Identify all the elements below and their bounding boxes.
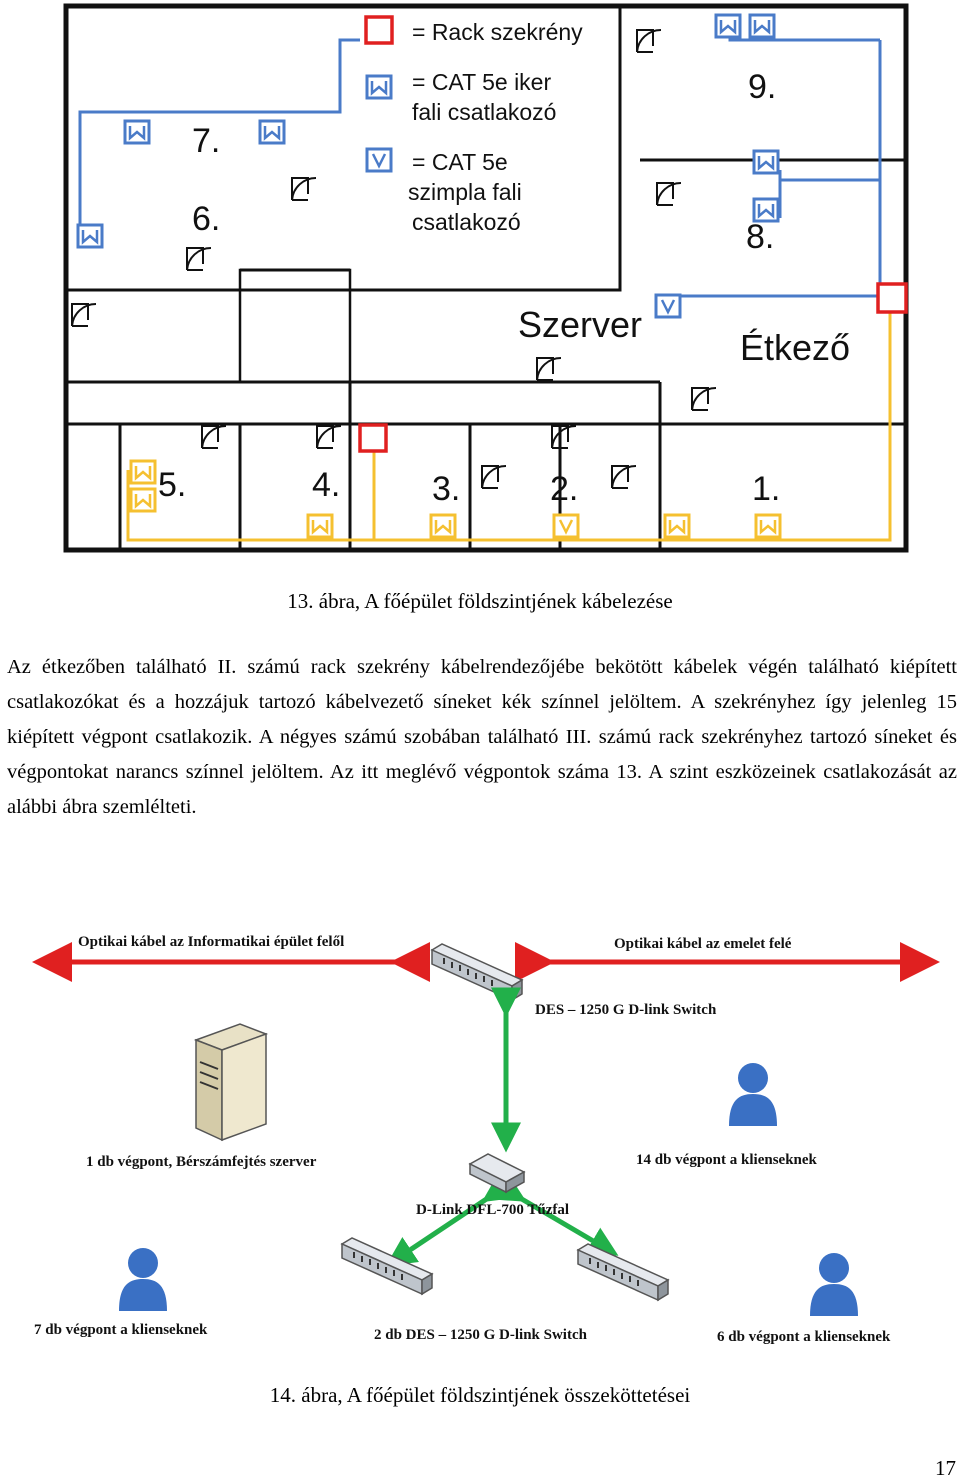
legend-single-label-2: szimpla fali xyxy=(408,179,522,205)
legend-dual-swatch xyxy=(365,74,393,100)
network-diagram: Optikai kábel az Informatikai épület fel… xyxy=(32,934,940,1345)
room-4-label: 4. xyxy=(312,466,340,504)
room-8-label: 8. xyxy=(746,218,774,256)
client-14-person-icon xyxy=(729,1063,777,1126)
figure-13-caption: 13. ábra, A főépület földszintjének kábe… xyxy=(287,589,673,613)
legend-rack-label: = Rack szekrény xyxy=(412,19,583,45)
legend-rack-swatch xyxy=(364,15,394,45)
room-5-label: 5. xyxy=(158,466,186,504)
legend-dual-label: = CAT 5e iker xyxy=(412,69,551,95)
fiber-left-label: Optikai kábel az Informatikai épület fel… xyxy=(78,934,344,950)
client-6-person-icon xyxy=(810,1253,858,1316)
rack-cabinets xyxy=(358,282,908,453)
room-7-label: 7. xyxy=(192,122,220,160)
firewall-icon xyxy=(468,1153,526,1194)
room-6-label: 6. xyxy=(192,200,220,238)
rack-cabinet-dining xyxy=(876,282,908,314)
rack-cabinet-room4 xyxy=(358,423,388,453)
legend-dual-label-2: fali csatlakozó xyxy=(412,99,556,125)
firewall-label: D-Link DFL-700 Tűzfal xyxy=(416,1202,569,1218)
clients-14-label: 14 db végpont a klienseknek xyxy=(636,1152,818,1168)
server-icon xyxy=(193,1023,269,1142)
core-switch-icon xyxy=(431,943,523,1001)
firewall-right-switch-link xyxy=(493,1173,619,1256)
room-labels: 7. 6. 9. 8. 5. 4. 3. 2. 1. Szerver Étkez… xyxy=(158,68,850,508)
orange-cable-runs xyxy=(126,300,892,542)
legend-single-swatch xyxy=(365,147,393,173)
legend: = Rack szekrény = CAT 5e iker fali csatl… xyxy=(364,15,583,235)
clients-6-label: 6 db végpont a klienseknek xyxy=(717,1329,891,1345)
building-walls xyxy=(63,3,909,553)
room-9-label: 9. xyxy=(748,68,776,106)
server-label: 1 db végpont, Bérszámfejtés szerver xyxy=(86,1154,317,1170)
body-paragraph-text: Az étkezőben található II. számú rack sz… xyxy=(7,656,957,818)
firewall-left-switch-link xyxy=(385,1173,516,1267)
floor-plan-diagram: = Rack szekrény = CAT 5e iker fali csatl… xyxy=(63,3,909,553)
room-1-label: 1. xyxy=(752,470,780,508)
core-switch-label: DES – 1250 G D-link Switch xyxy=(535,1002,717,1018)
figure-14-caption: 14. ábra, A főépület földszintjének össz… xyxy=(269,1383,691,1407)
body-paragraph: Az étkezőben található II. számú rack sz… xyxy=(7,650,957,825)
fiber-right-label: Optikai kábel az emelet felé xyxy=(614,936,792,952)
room-2-label: 2. xyxy=(550,470,578,508)
page-number: 17 xyxy=(935,1456,956,1480)
server-room-label: Szerver xyxy=(518,304,642,345)
client-7-person-icon xyxy=(119,1248,167,1311)
legend-single-label: = CAT 5e xyxy=(412,149,508,175)
right-access-switch-icon xyxy=(577,1243,669,1301)
access-switches-label: 2 db DES – 1250 G D-link Switch xyxy=(374,1327,588,1343)
dining-room-label: Étkező xyxy=(740,327,850,368)
clients-7-label: 7 db végpont a klienseknek xyxy=(34,1322,208,1338)
room-3-label: 3. xyxy=(432,470,460,508)
legend-single-label-3: csatlakozó xyxy=(412,209,521,235)
